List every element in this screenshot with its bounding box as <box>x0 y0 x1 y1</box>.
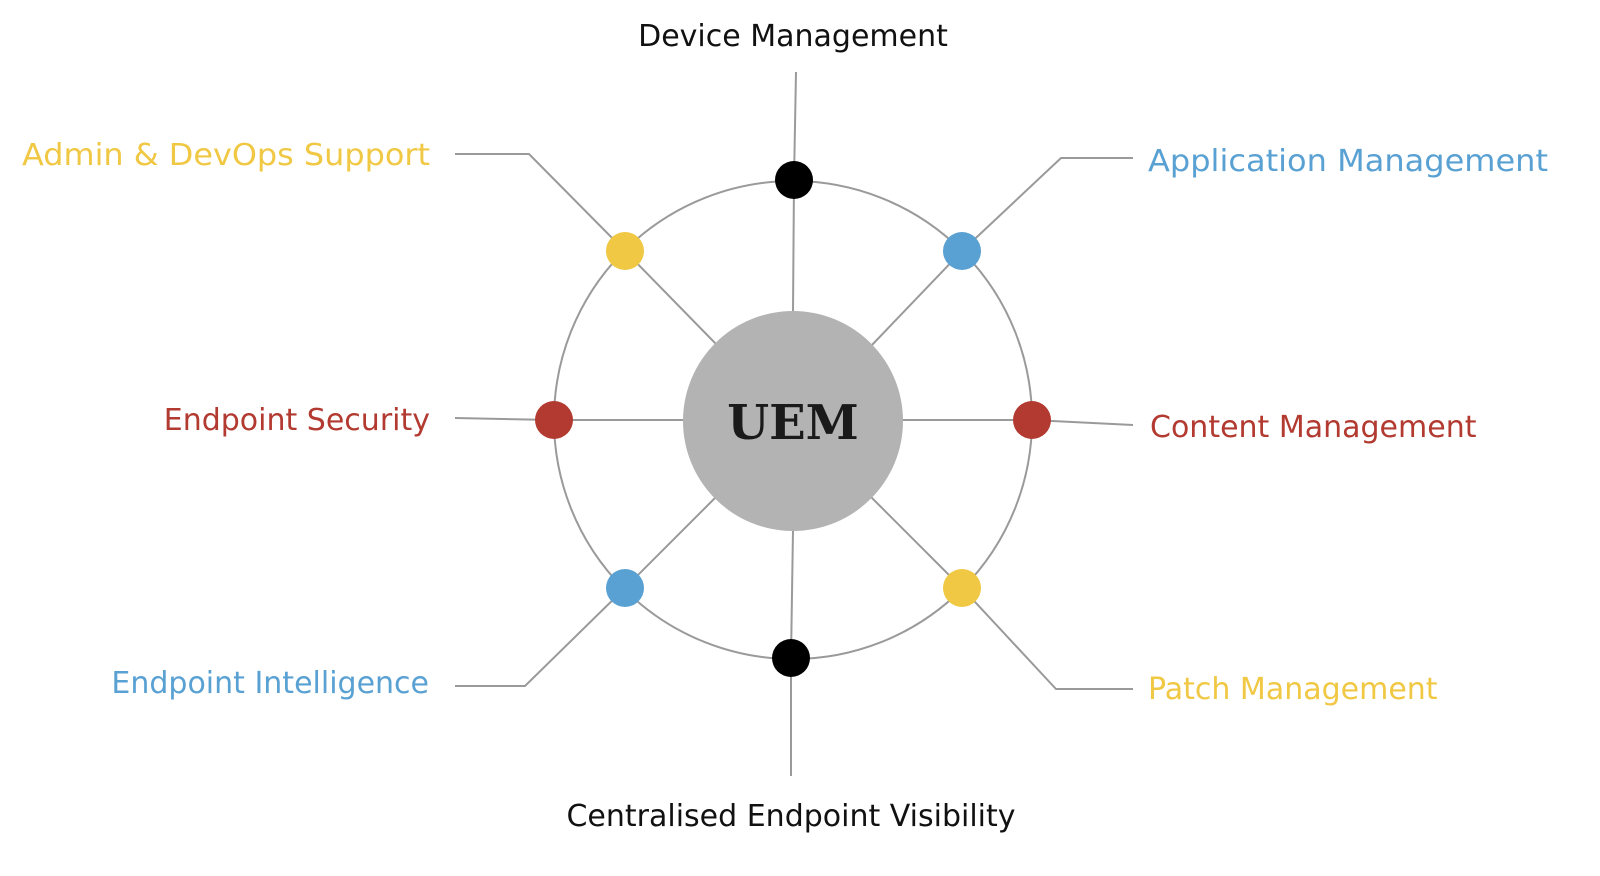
connector-application-management <box>870 157 1133 347</box>
node-dot-centralised-endpoint-visibility <box>772 639 810 677</box>
node-dot-device-management <box>775 161 813 199</box>
uem-hub-label: UEM <box>727 395 859 451</box>
label-endpoint-security: Endpoint Security <box>164 403 430 438</box>
connector-endpoint-intelligence <box>455 496 717 687</box>
node-dot-content-management <box>1013 401 1051 439</box>
label-application-management: Application Management <box>1148 144 1548 179</box>
label-centralised-endpoint-visibility: Centralised Endpoint Visibility <box>566 799 1015 834</box>
label-admin-devops-support: Admin & DevOps Support <box>22 138 430 173</box>
node-dot-endpoint-security <box>535 401 573 439</box>
connector-admin-devops-support <box>455 153 717 345</box>
node-dot-patch-management <box>943 569 981 607</box>
uem-hub <box>683 311 903 531</box>
node-dot-application-management <box>943 232 981 270</box>
label-device-management: Device Management <box>638 19 948 54</box>
label-content-management: Content Management <box>1150 410 1477 445</box>
node-dot-admin-devops-support <box>606 232 644 270</box>
label-patch-management: Patch Management <box>1148 672 1438 707</box>
label-endpoint-intelligence: Endpoint Intelligence <box>111 666 429 701</box>
connector-patch-management <box>870 496 1133 690</box>
node-dot-endpoint-intelligence <box>606 569 644 607</box>
